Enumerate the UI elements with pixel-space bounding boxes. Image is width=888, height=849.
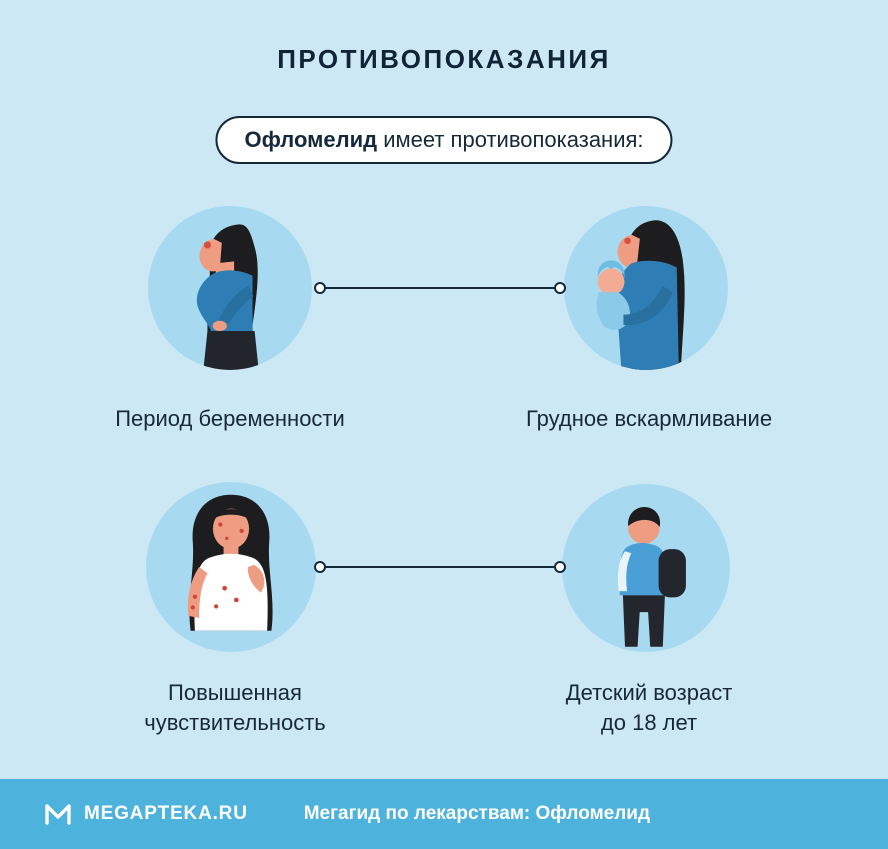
label-line: Грудное вскармливание [525, 406, 773, 431]
label-line: Детский возраст [565, 680, 733, 705]
breastfeeding-mother-illustration [596, 220, 685, 370]
connector-line-bottom [314, 561, 566, 573]
footer-brand: MEGAPTEKA.RU [84, 803, 248, 824]
subtitle-badge: Офломелид имеет противопоказания: [215, 116, 673, 164]
pregnant-woman-illustration [196, 224, 259, 370]
page-title: ПРОТИВОПОКАЗАНИЯ [277, 44, 611, 74]
footer-bar: MEGAPTEKA.RU Мегагид по лекарствам: Офло… [0, 779, 888, 849]
label-pregnancy: Период беременности [90, 404, 370, 434]
label-under-18: Детский возраст до 18 лет [494, 678, 804, 738]
hypersensitivity-circle [146, 482, 316, 652]
label-hypersensitivity: Повышенная чувствительность [90, 678, 380, 738]
drug-name: Офломелид [244, 127, 378, 152]
label-line: Период беременности [115, 406, 345, 431]
megapteka-m-logo-icon [45, 804, 71, 825]
breastfeeding-circle [564, 206, 728, 370]
pregnancy-circle [148, 206, 312, 370]
label-line: до 18 лет [600, 710, 698, 735]
boy-with-backpack-illustration [617, 506, 686, 647]
label-line: Повышенная [168, 680, 302, 705]
label-line: чувствительность [144, 710, 326, 735]
footer-caption: Мегагид по лекарствам: Офломелид [303, 803, 651, 824]
badge-text: имеет противопоказания: [377, 127, 644, 152]
connector-line-top [314, 282, 566, 294]
hypersensitive-woman-illustration [187, 494, 273, 631]
label-breastfeeding: Грудное вскармливание [494, 404, 804, 434]
under-18-circle [562, 484, 730, 652]
